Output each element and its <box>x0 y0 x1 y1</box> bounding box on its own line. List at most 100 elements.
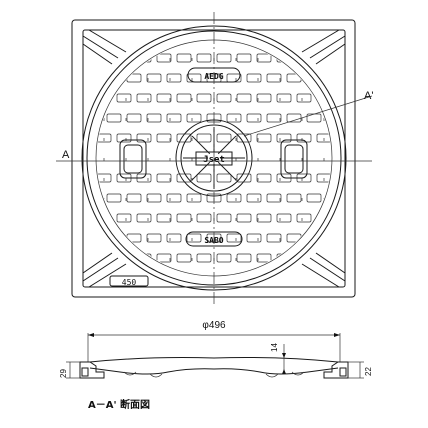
pattern-cell <box>97 173 112 183</box>
pattern-cell <box>337 54 351 62</box>
pattern-cell <box>236 253 252 263</box>
pattern-cell <box>136 93 152 103</box>
section-line <box>56 12 373 305</box>
pattern-cell <box>286 233 302 243</box>
pattern-cell <box>136 133 152 143</box>
pattern-cell <box>146 73 162 83</box>
section-label-a: A <box>62 149 70 161</box>
pattern-cell <box>216 133 232 143</box>
pattern-cell <box>256 253 272 263</box>
pattern-cell <box>196 213 212 223</box>
pattern-cell <box>337 254 351 262</box>
pattern-cell <box>216 173 232 183</box>
boss-spoke <box>217 135 237 155</box>
pattern-cell <box>326 73 331 83</box>
pattern-cell <box>196 53 212 63</box>
bottom-plate-text: SABO <box>204 236 223 245</box>
pattern-cell <box>156 253 172 263</box>
pattern-cell <box>226 113 242 123</box>
pattern-cell <box>286 113 302 123</box>
pattern-cell <box>256 53 272 63</box>
pattern-cell <box>337 214 351 222</box>
section-label-a-prime: A' <box>364 90 373 102</box>
pattern-cell <box>97 233 102 243</box>
pattern-cell <box>256 213 272 223</box>
pattern-cell <box>286 193 302 203</box>
pattern-cell <box>236 93 252 103</box>
pattern-cell <box>166 73 182 83</box>
top-plate-text: AEDG <box>204 72 223 81</box>
pattern-cell <box>216 253 232 263</box>
frame-mark-text: 450 <box>122 278 137 287</box>
pattern-cell <box>216 53 232 63</box>
pattern-cell <box>126 113 142 123</box>
section-view <box>66 333 364 379</box>
pattern-cell <box>236 213 252 223</box>
pattern-cell <box>156 93 172 103</box>
pattern-cell <box>156 173 172 183</box>
pattern-cell <box>156 213 172 223</box>
pattern-cell <box>186 113 202 123</box>
pattern-cell <box>176 253 192 263</box>
dim-29-label: 29 <box>59 369 68 378</box>
pattern-cell <box>156 133 172 143</box>
pattern-cell <box>276 93 292 103</box>
pattern-cell <box>146 193 162 203</box>
pattern-cell <box>236 53 252 63</box>
pattern-cell <box>316 133 331 143</box>
pattern-cell <box>186 233 202 243</box>
pattern-cell <box>246 113 262 123</box>
pattern-cell <box>296 213 312 223</box>
pattern-cell <box>176 53 192 63</box>
section-caption: A－A' 断面図 <box>88 398 150 411</box>
pattern-cell <box>306 113 322 123</box>
handle-slots <box>119 139 308 179</box>
pattern-cell <box>136 213 152 223</box>
pattern-cell <box>306 193 322 203</box>
pattern-cell <box>246 193 262 203</box>
pattern-cell <box>256 93 272 103</box>
pattern-cell <box>146 233 162 243</box>
pattern-cell <box>116 133 132 143</box>
pattern-cell <box>196 173 212 183</box>
pattern-cell <box>176 213 192 223</box>
pattern-cell <box>276 213 292 223</box>
pattern-cell <box>286 73 302 83</box>
pattern-cell <box>246 233 262 243</box>
pattern-cell <box>266 73 282 83</box>
dim-22-label: 22 <box>364 367 373 376</box>
pattern-cell <box>146 113 162 123</box>
pattern-cell <box>276 133 292 143</box>
pattern-cell <box>266 193 282 203</box>
pattern-cell <box>186 193 202 203</box>
pattern-cell <box>97 73 102 83</box>
pattern-cell <box>216 213 232 223</box>
pattern-cell <box>246 73 262 83</box>
pattern-cell <box>226 193 242 203</box>
pattern-cell <box>316 173 331 183</box>
pattern-cell <box>326 233 331 243</box>
pattern-cell <box>266 233 282 243</box>
boss-spoke <box>191 135 211 155</box>
pattern-cell <box>216 93 232 103</box>
pattern-cell <box>106 193 122 203</box>
pattern-cell <box>106 113 122 123</box>
pattern-cell <box>256 133 272 143</box>
pattern-cell <box>126 233 142 243</box>
dim-14-label: 14 <box>270 343 279 352</box>
pattern-cell <box>196 253 212 263</box>
pattern-cell <box>296 93 312 103</box>
pattern-cell <box>337 94 351 102</box>
pattern-cell <box>226 233 242 243</box>
pattern-cell <box>116 93 132 103</box>
pattern-cell <box>97 133 112 143</box>
pattern-cell <box>116 213 132 223</box>
pattern-cell <box>296 133 312 143</box>
pattern-cell <box>196 93 212 103</box>
pattern-cell <box>266 113 282 123</box>
pattern-cell <box>126 73 142 83</box>
center-text: Jset <box>203 155 225 165</box>
pattern-cell <box>196 133 212 143</box>
pattern-cell <box>176 93 192 103</box>
